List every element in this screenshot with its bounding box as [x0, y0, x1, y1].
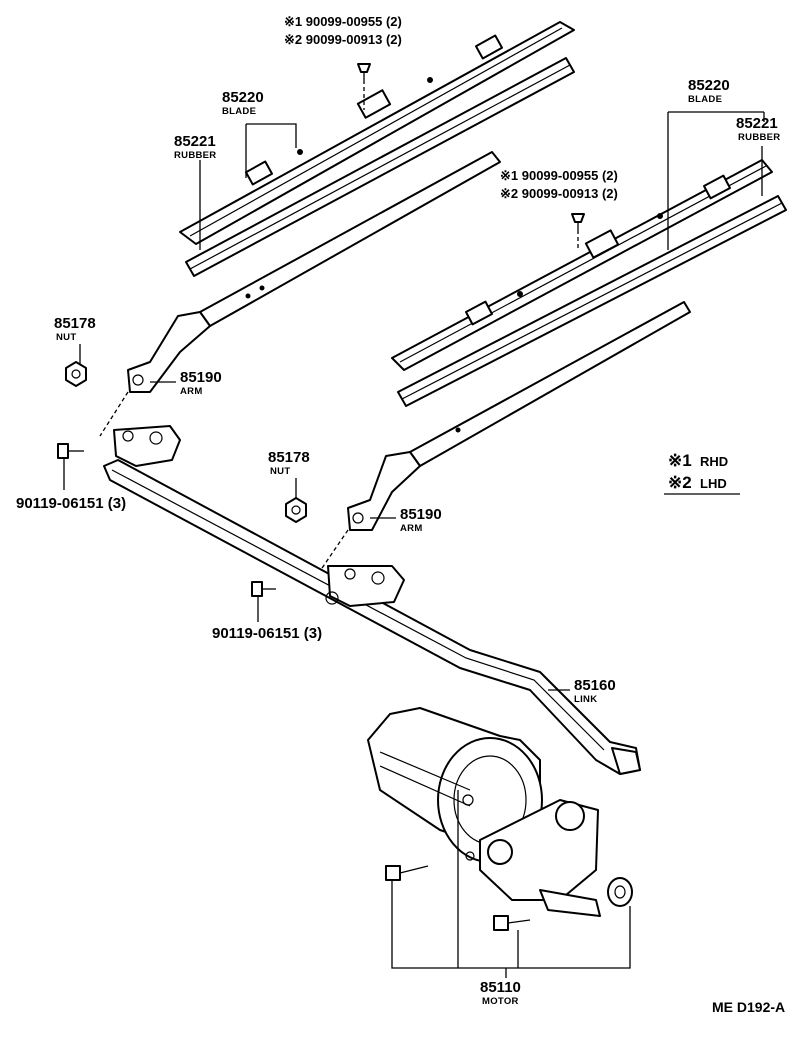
left-wiper-blade: [179, 21, 575, 245]
right-screw-note-2: ※2 90099-00913 (2): [500, 186, 618, 201]
motor-bolt-left: [385, 865, 429, 881]
right-bolt-number: 90119-06151 (3): [212, 625, 322, 642]
left-screw-note-2: ※2 90099-00913 (2): [284, 32, 402, 47]
left-arm-pivot-guide: [99, 391, 129, 437]
right-arm-pivot-guide: [317, 529, 349, 575]
leader-lines: [63, 111, 765, 978]
right-arm-name: ARM: [400, 523, 423, 534]
right-arm-nut: [285, 497, 307, 523]
legend: ※1 RHD ※2 LHD: [664, 451, 740, 495]
left-blade-screw: [357, 63, 371, 110]
left-blade-name: BLADE: [222, 106, 256, 117]
motor-number: 85110: [480, 979, 521, 996]
legend-rhd-mark: ※1: [668, 451, 692, 470]
right-blade-number: 85220: [688, 77, 730, 94]
left-wiper-arm: [127, 151, 501, 393]
left-pivot-bolt: [57, 443, 84, 459]
right-blade-name: BLADE: [688, 94, 722, 105]
motor-bolt-center: [493, 915, 531, 931]
right-screw-note-1: ※1 90099-00955 (2): [500, 168, 618, 183]
right-blade-screw: [571, 213, 585, 248]
left-bolt-number: 90119-06151 (3): [16, 495, 126, 512]
legend-rhd: RHD: [700, 454, 728, 469]
diagram-code: ME D192-A: [712, 999, 785, 1015]
left-arm-name: ARM: [180, 386, 203, 397]
legend-lhd-mark: ※2: [668, 473, 692, 492]
motor-grommet: [607, 877, 633, 907]
left-wiper-rubber: [185, 57, 575, 277]
left-nut-name: NUT: [56, 332, 76, 343]
right-nut-name: NUT: [270, 466, 290, 477]
right-pivot-bolt: [251, 581, 276, 597]
left-arm-number: 85190: [180, 369, 222, 386]
left-nut-number: 85178: [54, 315, 96, 332]
left-arm-nut: [65, 361, 87, 387]
link-number: 85160: [574, 677, 616, 694]
left-blade-number: 85220: [222, 89, 264, 106]
right-wiper-arm: [347, 301, 691, 531]
right-wiper-rubber: [397, 195, 787, 407]
wiper-link: [103, 425, 641, 775]
right-rubber-name: RUBBER: [738, 132, 780, 143]
link-name: LINK: [574, 694, 597, 705]
left-rubber-name: RUBBER: [174, 150, 216, 161]
right-rubber-number: 85221: [736, 115, 778, 132]
motor-name: MOTOR: [482, 996, 519, 1007]
right-nut-number: 85178: [268, 449, 310, 466]
legend-lhd: LHD: [700, 476, 727, 491]
right-arm-number: 85190: [400, 506, 442, 523]
right-wiper-blade: [391, 159, 773, 371]
left-rubber-number: 85221: [174, 133, 216, 150]
left-screw-note-1: ※1 90099-00955 (2): [284, 14, 402, 29]
wiper-motor: [367, 707, 601, 917]
